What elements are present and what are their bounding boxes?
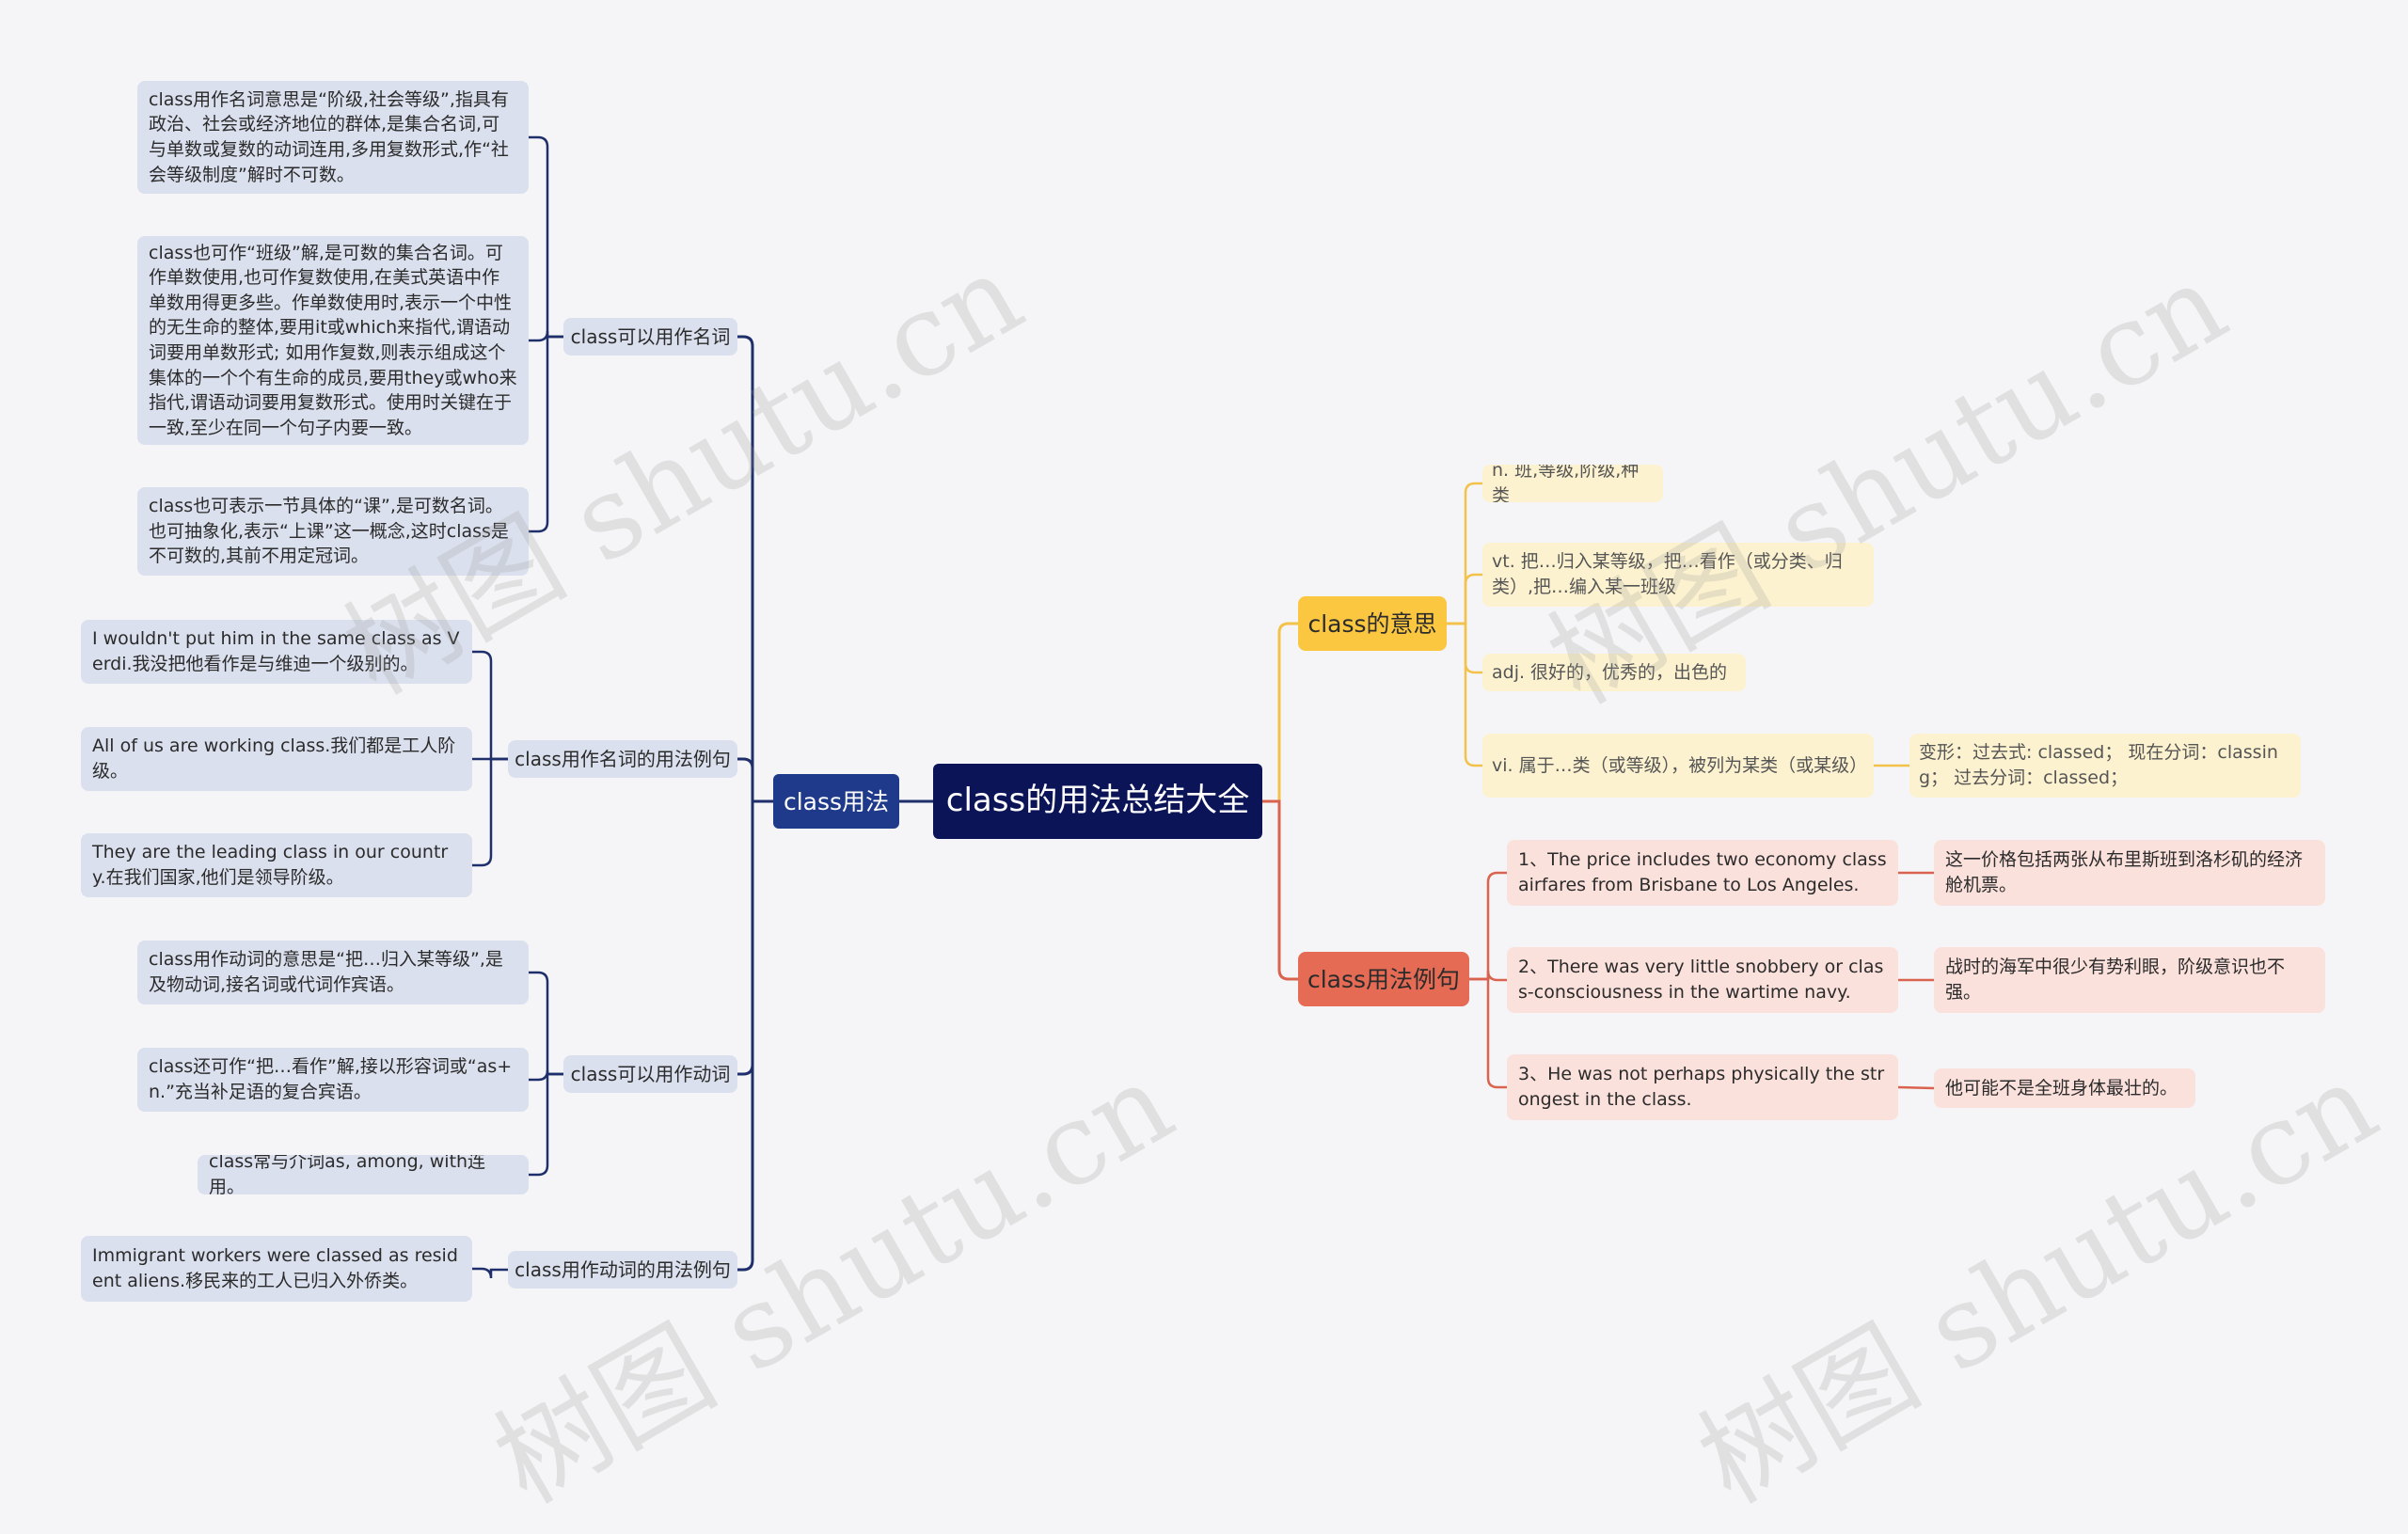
leaf-verb-meaning-regard: class还可作“把…看作”解,接以形容词或“as+ n.”充当补足语的复合宾语… [137, 1048, 529, 1112]
connector-line [470, 1267, 510, 1279]
connector-line [470, 757, 510, 867]
connector-line [1260, 622, 1300, 803]
connector-line [1445, 622, 1484, 767]
leaf-verb-meaning-classify: class用作动词的意思是“把…归入某等级”,是及物动词,接名词或代词作宾语。 [137, 941, 529, 1004]
leaf-verb-prepositions: class常与介词as, among, with连用。 [198, 1155, 529, 1194]
meaning-transitive-verb: vt. 把…归入某等级，把…看作（或分类、归类）,把…编入某一班级 [1482, 543, 1874, 607]
leaf-text: class也可表示一节具体的“课”,是可数名词。也可抽象化,表示“上课”这一概念… [149, 496, 509, 567]
branch-class-examples[interactable]: class用法例句 [1298, 952, 1469, 1006]
leaf-text: class用作名词意思是“阶级,社会等级”,指具有政治、社会或经济地位的群体,是… [149, 88, 509, 185]
branch-class-usage[interactable]: class用法 [773, 774, 899, 829]
group-verb-examples[interactable]: class用作动词的用法例句 [508, 1251, 737, 1289]
connector-line [1896, 1085, 1936, 1090]
example-1-english: 1、The price includes two economy class a… [1507, 840, 1898, 906]
root-node[interactable]: class的用法总结大全 [933, 764, 1262, 839]
connector-line [1467, 970, 1509, 982]
connector-line [527, 1069, 565, 1082]
leaf-text: Immigrant workers were classed as reside… [92, 1245, 458, 1291]
leaf-verb-example-immigrant: Immigrant workers were classed as reside… [81, 1236, 472, 1302]
connector-line [527, 330, 565, 342]
leaf-text: 2、There was very little snobbery or clas… [1518, 957, 1884, 1003]
leaf-text: 这一价格包括两张从布里斯班到洛杉矶的经济舱机票。 [1945, 849, 2304, 895]
leaf-text: 3、He was not perhaps physically the stro… [1518, 1064, 1885, 1110]
leaf-noun-example-verdi: I wouldn't put him in the same class as … [81, 620, 472, 684]
leaf-text: All of us are working class.我们都是工人阶级。 [92, 735, 456, 782]
leaf-noun-example-working: All of us are working class.我们都是工人阶级。 [81, 727, 472, 791]
leaf-text: 变形：过去式: classed； 现在分词：classing； 过去分词：cla… [1919, 742, 2278, 788]
group-noun-examples[interactable]: class用作名词的用法例句 [508, 740, 737, 778]
leaf-text: vt. 把…归入某等级，把…看作（或分类、归类）,把…编入某一班级 [1492, 551, 1843, 597]
meaning-noun: n. 班,等级,阶级,种类 [1482, 465, 1663, 502]
connector-line [470, 650, 510, 761]
leaf-noun-example-leading: They are the leading class in our countr… [81, 833, 472, 897]
example-3-chinese: 他可能不是全班身体最壮的。 [1934, 1068, 2195, 1108]
mind-map-canvas: class的用法总结大全 class用法 class可以用作名词 class用作… [81, 81, 2398, 1528]
leaf-text: class也可作“班级”解,是可数的集合名词。可作单数使用,也可作复数使用,在美… [149, 242, 517, 438]
connector-line [527, 971, 565, 1076]
example-1-chinese: 这一价格包括两张从布里斯班到洛杉矶的经济舱机票。 [1934, 840, 2325, 906]
leaf-noun-meaning-class: class用作名词意思是“阶级,社会等级”,指具有政治、社会或经济地位的群体,是… [137, 81, 529, 194]
meaning-adjective: adj. 很好的，优秀的，出色的 [1482, 654, 1746, 691]
example-2-english: 2、There was very little snobbery or clas… [1507, 947, 1898, 1013]
leaf-text: They are the leading class in our countr… [92, 842, 449, 888]
branch-class-meaning[interactable]: class的意思 [1298, 596, 1447, 651]
connector-line [736, 799, 775, 1272]
connector-line [1260, 799, 1300, 981]
connector-line [1445, 573, 1484, 625]
connector-line [736, 335, 775, 803]
connector-line [1445, 482, 1484, 625]
meaning-verb-forms: 变形：过去式: classed； 现在分词：classing； 过去分词：cla… [1909, 734, 2301, 798]
connector-line [736, 799, 775, 1076]
group-noun-usage[interactable]: class可以用作名词 [563, 318, 737, 356]
leaf-noun-meaning-lesson: class也可表示一节具体的“课”,是可数名词。也可抽象化,表示“上课”这一概念… [137, 487, 529, 576]
leaf-text: n. 班,等级,阶级,种类 [1492, 465, 1640, 502]
connector-line [736, 757, 775, 803]
leaf-text: 战时的海军中很少有势利眼，阶级意识也不强。 [1945, 957, 2286, 1003]
leaf-text: class还可作“把…看作”解,接以形容词或“as+ n.”充当补足语的复合宾语… [149, 1056, 513, 1102]
leaf-text: 1、The price includes two economy class a… [1518, 849, 1887, 895]
connector-line [1467, 977, 1509, 1089]
leaf-text: adj. 很好的，优秀的，出色的 [1492, 661, 1728, 683]
group-verb-usage[interactable]: class可以用作动词 [563, 1055, 737, 1093]
connector-line [527, 335, 565, 533]
leaf-text: I wouldn't put him in the same class as … [92, 628, 460, 674]
example-2-chinese: 战时的海军中很少有势利眼，阶级意识也不强。 [1934, 947, 2325, 1013]
leaf-noun-meaning-grade: class也可作“班级”解,是可数的集合名词。可作单数使用,也可作复数使用,在美… [137, 236, 529, 445]
connector-line [527, 135, 565, 339]
connector-line [1467, 871, 1509, 981]
leaf-text: vi. 属于…类（或等级），被列为某类（或某级） [1492, 754, 1868, 776]
leaf-text: class常与介词as, among, with连用。 [209, 1155, 486, 1194]
leaf-text: 他可能不是全班身体最壮的。 [1945, 1077, 2178, 1099]
connector-lines [470, 135, 1936, 1279]
example-3-english: 3、He was not perhaps physically the stro… [1507, 1054, 1898, 1120]
connector-line [527, 1072, 565, 1177]
meaning-intransitive-verb: vi. 属于…类（或等级），被列为某类（或某级） [1482, 734, 1874, 798]
leaf-text: class用作动词的意思是“把…归入某等级”,是及物动词,接名词或代词作宾语。 [149, 949, 503, 995]
